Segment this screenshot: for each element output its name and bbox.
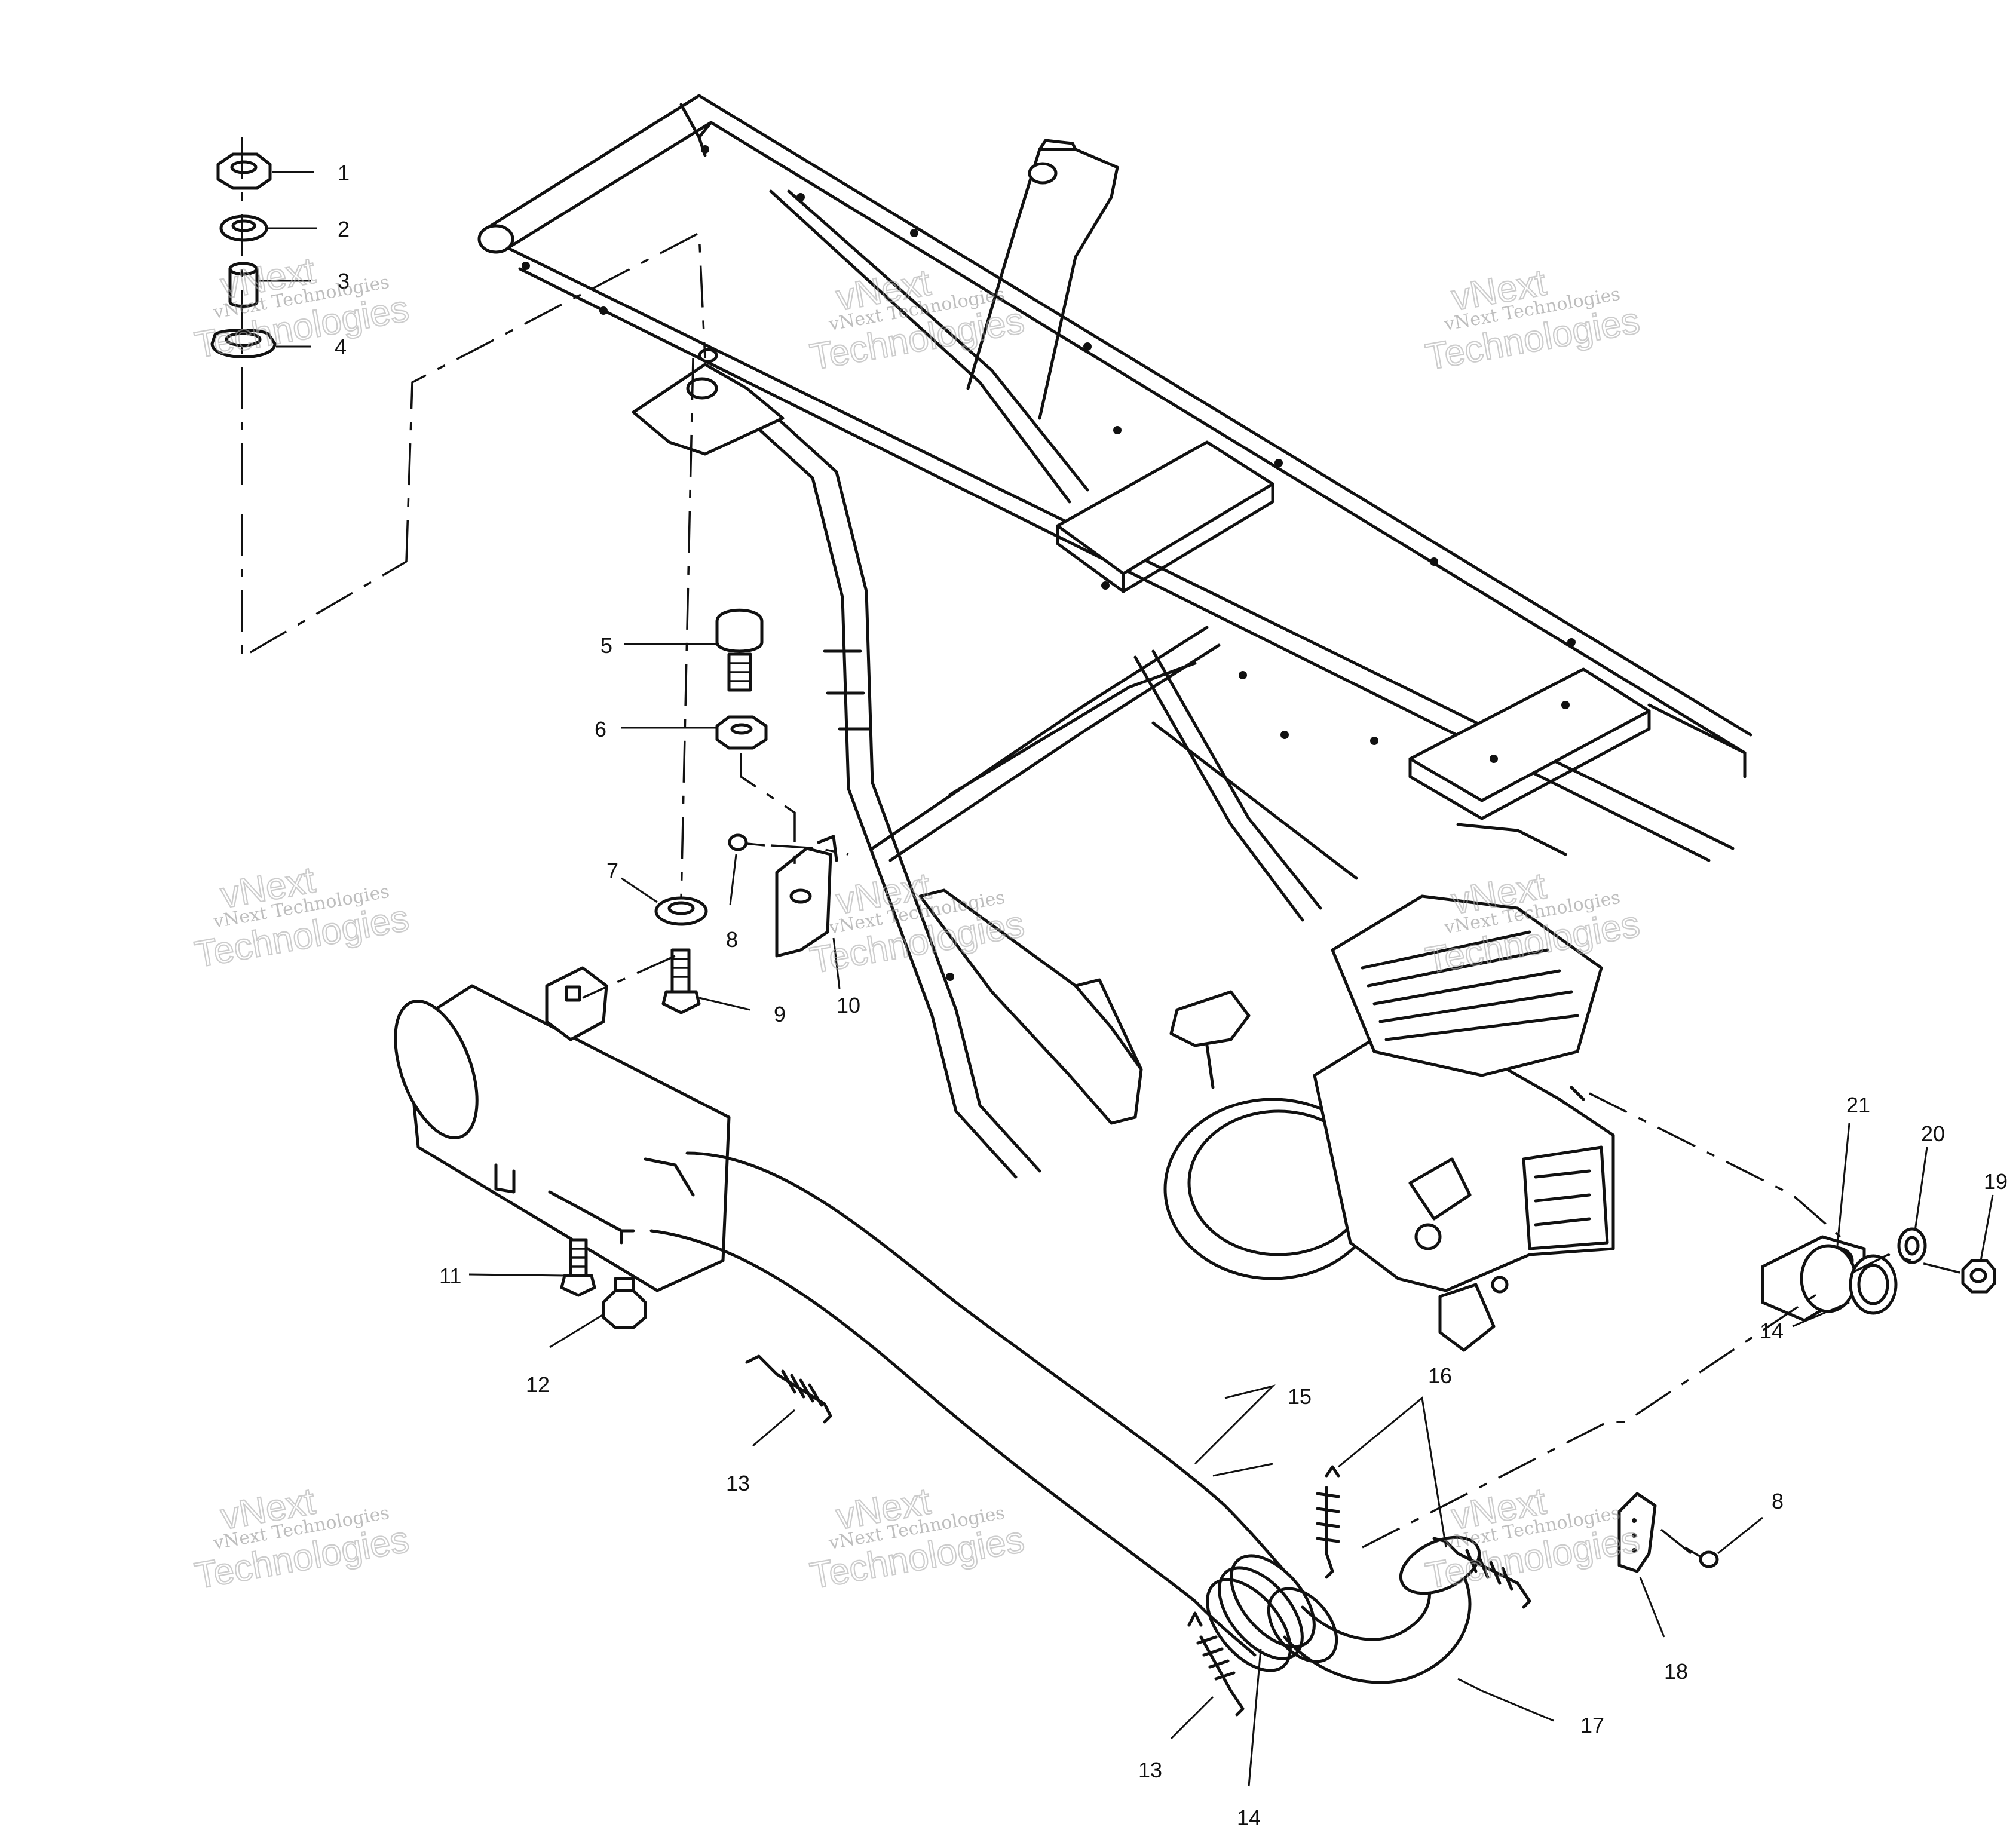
spring-16-b [1432,1537,1531,1609]
callout-9: 9 [774,1002,786,1026]
watermark-top-right: vNext vNext Technologies Technologies [1422,261,1644,379]
watermark-top-left: vNext vNext Technologies Technologies [191,249,413,367]
engine [1163,894,1615,1352]
callout-8-lower: 8 [1772,1489,1784,1513]
hardware-parts [210,152,1996,1717]
watermark-bottom-right: vNext vNext Technologies Technologies [1422,1480,1644,1598]
callout-10: 10 [837,993,860,1017]
callout-2: 2 [338,217,350,241]
assembly-guide-lines [241,137,1960,1555]
callout-7: 7 [606,859,618,883]
callout-4: 4 [335,335,347,359]
callout-18: 18 [1664,1659,1688,1684]
vehicle-frame [477,94,1752,1179]
watermark-top-center: vNext vNext Technologies Technologies [807,261,1028,379]
callout-14-upper: 14 [1760,1319,1784,1343]
callout-6: 6 [595,717,606,741]
callout-13-upper: 13 [726,1471,750,1495]
callout-14-lower: 14 [1237,1806,1261,1830]
watermark-bottom-left: vNext vNext Technologies Technologies [191,1480,413,1598]
spring-13-lower [1187,1611,1245,1717]
callout-1: 1 [338,161,350,185]
watermark-bottom-center: vNext vNext Technologies Technologies [807,1480,1028,1598]
spring-13-upper [745,1354,832,1424]
callout-21: 21 [1846,1093,1870,1117]
callout-16: 16 [1428,1363,1452,1388]
watermark-mid-left: vNext vNext Technologies Technologies [191,859,413,976]
callout-19: 19 [1984,1169,2008,1194]
head-pipe [649,1151,1316,1672]
callout-labels: 1 2 3 4 5 6 7 8 9 10 11 12 13 13 14 14 1… [335,161,2008,1830]
callout-17: 17 [1580,1713,1604,1737]
callout-12: 12 [526,1372,550,1397]
spring-16-a [1316,1465,1340,1579]
callout-15: 15 [1288,1384,1312,1409]
callout-8-upper: 8 [726,927,738,952]
callout-20: 20 [1921,1121,1945,1146]
frame-holes [522,145,1576,981]
exhaust-elbow [1267,1535,1481,1684]
callout-11: 11 [439,1264,461,1288]
callout-3: 3 [338,269,350,293]
callout-leaders [259,171,1994,1787]
callout-13-lower: 13 [1138,1758,1162,1782]
muffler [394,966,731,1292]
callout-5: 5 [600,633,612,658]
